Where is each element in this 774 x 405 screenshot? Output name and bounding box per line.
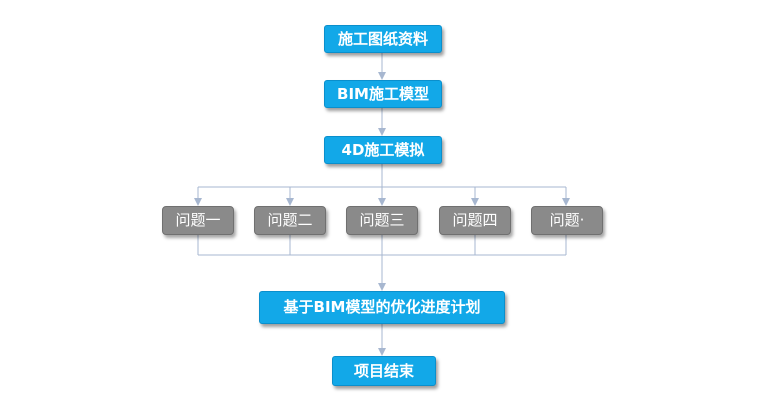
node-problem-1: 问题一 xyxy=(162,206,234,235)
node-problem-2: 问题二 xyxy=(254,206,326,235)
node-project-end: 项目结束 xyxy=(332,356,436,386)
node-construction-drawings: 施工图纸资料 xyxy=(324,25,442,53)
node-bim-model: BIM施工模型 xyxy=(324,80,442,108)
node-optimized-schedule: 基于BIM模型的优化进度计划 xyxy=(259,291,505,324)
node-problem-5: 问题· xyxy=(531,206,603,235)
node-4d-simulation: 4D施工模拟 xyxy=(324,136,442,164)
node-problem-3: 问题三 xyxy=(346,206,418,235)
node-problem-4: 问题四 xyxy=(439,206,511,235)
